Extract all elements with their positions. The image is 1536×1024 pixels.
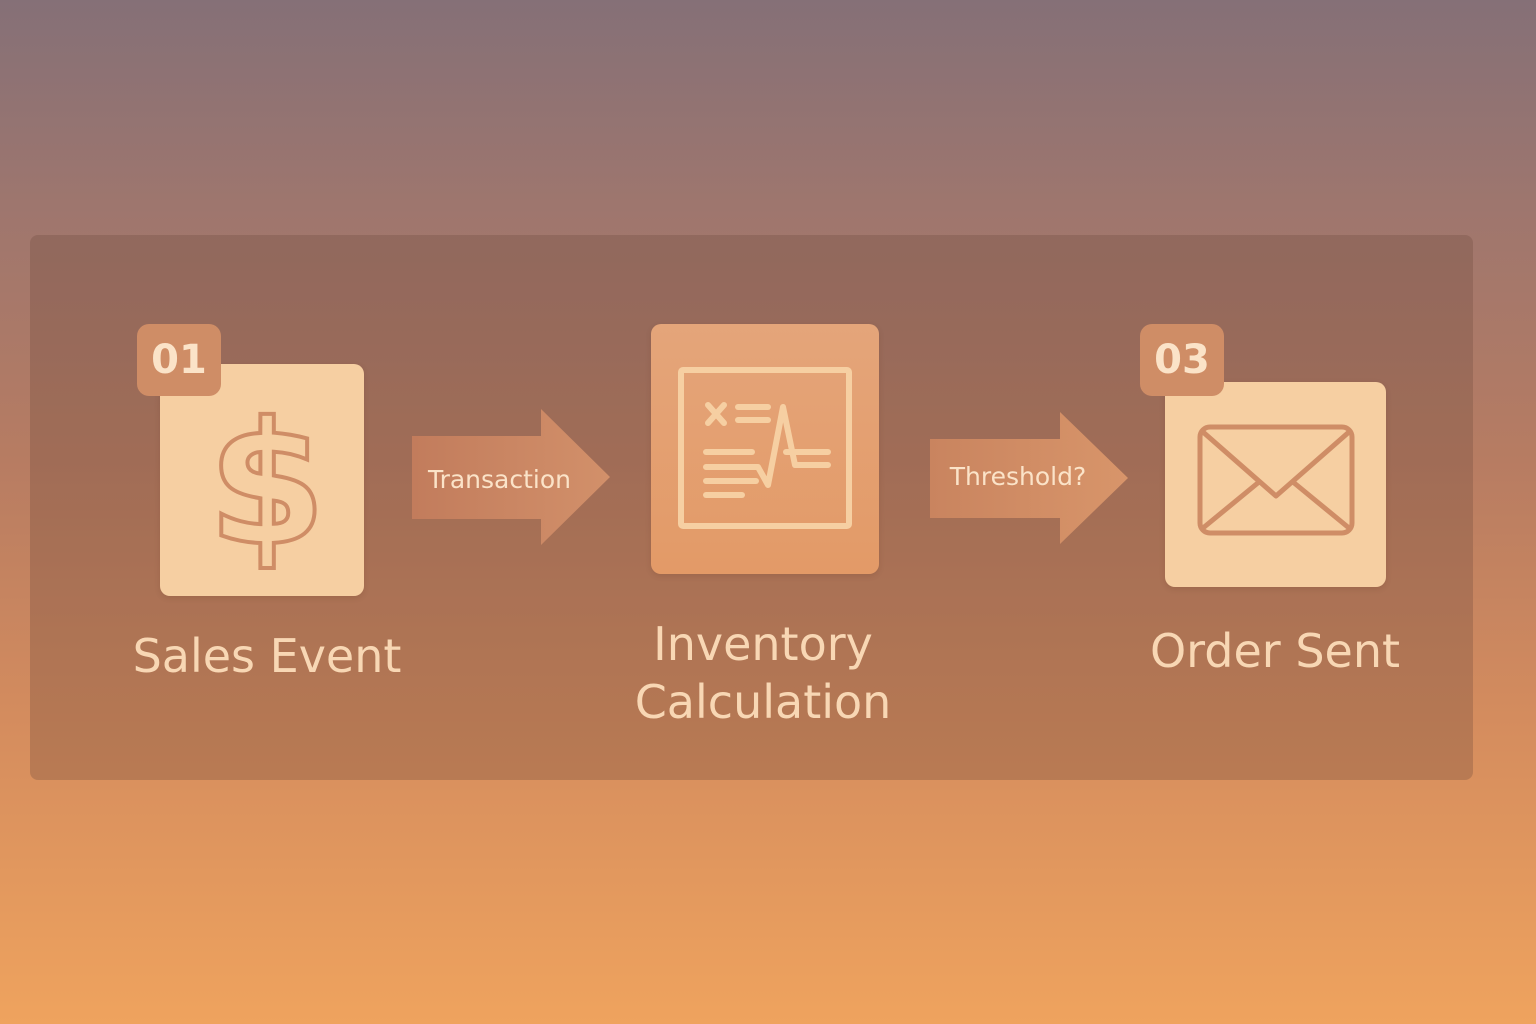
step-card-sales-event <box>160 364 364 596</box>
arrow-transaction <box>412 409 610 545</box>
connector-label-threshold: Threshold? <box>949 462 1087 491</box>
step-label-order-sent: Order Sent <box>1149 624 1401 678</box>
arrow-threshold <box>930 412 1128 544</box>
calculation-chart-icon <box>678 367 852 529</box>
svg-text:$: $ <box>208 405 326 570</box>
step-number-badge-03: 03 <box>1140 324 1224 396</box>
step-label-sales-event: Sales Event <box>132 629 402 683</box>
step-number-badge-01: 01 <box>137 324 221 396</box>
connector-label-transaction: Transaction <box>427 465 572 494</box>
envelope-icon <box>1197 424 1355 536</box>
step-card-inventory-calculation <box>651 324 879 574</box>
dollar-icon: $ <box>206 405 328 570</box>
step-label-inventory-calculation: Inventory Calculation <box>634 617 892 729</box>
